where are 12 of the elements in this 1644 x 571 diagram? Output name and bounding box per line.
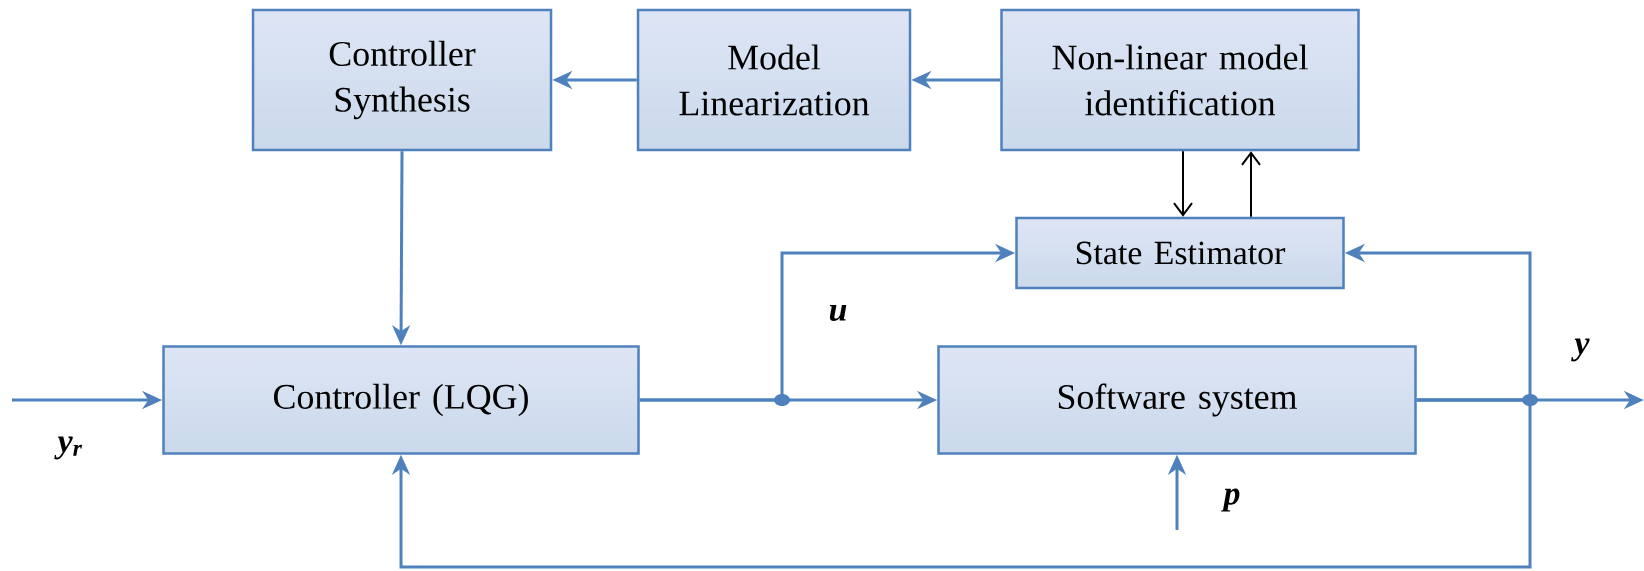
process-box: Software system	[937, 345, 1417, 455]
process-box: Non-linear model identification	[1000, 8, 1360, 152]
edge-label: y$_{r}$	[54, 436, 83, 460]
edge-label: u	[829, 305, 847, 321]
process-box: Model Linearization	[636, 8, 912, 152]
process-box: State Estimator	[1015, 216, 1345, 290]
edge-label: p	[1221, 488, 1240, 512]
process-box: Controller (LQG)	[162, 345, 640, 455]
edge-label: y	[1571, 338, 1590, 362]
arrow	[1173, 150, 1193, 217]
arrow	[1241, 151, 1261, 218]
process-box: Controller Synthesis	[251, 8, 553, 152]
